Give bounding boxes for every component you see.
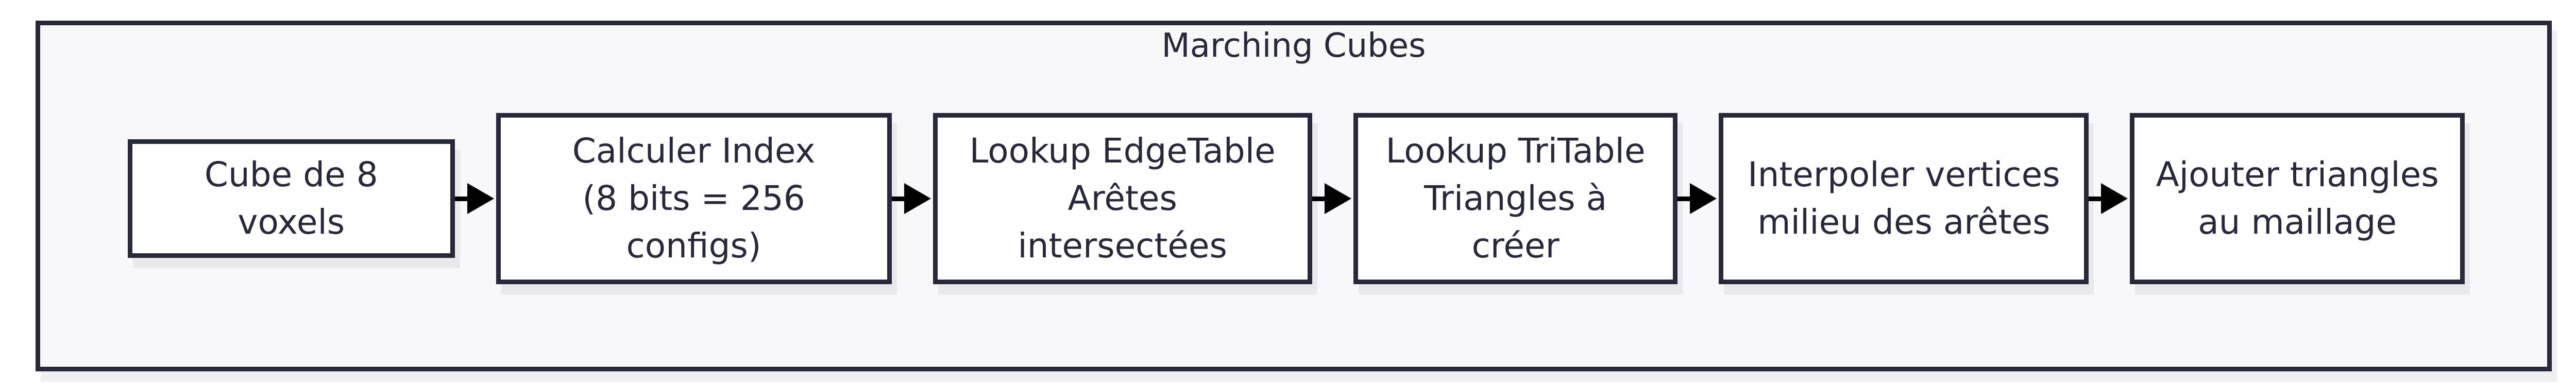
node-label: au maillage [2198,202,2397,242]
node-calculer-index: Calculer Index (8 bits = 256 configs) [496,113,892,284]
cluster-title: Marching Cubes [1161,27,1426,65]
node-label: Lookup TriTable [1385,131,1646,171]
node-label: Ajouter triangles [2156,155,2439,194]
node-label: Lookup EdgeTable [969,131,1276,171]
node-label: Arêtes intersectées [1018,178,1227,266]
edge-arrow [891,183,933,214]
cluster-marching-cubes: Marching Cubes Cube de 8 voxels Calculer… [36,21,2552,371]
node-cube-voxels: Cube de 8 voxels [128,139,455,258]
node-label: Cube de 8 voxels [204,155,378,242]
node-label: Calculer Index [572,131,816,171]
edge-arrow [1677,183,1719,214]
edge-arrow [454,183,496,214]
node-ajouter-triangles: Ajouter triangles au maillage [2130,113,2465,284]
node-interpoler-vertices: Interpoler vertices milieu des arêtes [1719,113,2089,284]
node-label: milieu des arêtes [1757,202,2050,242]
edge-arrow [2089,183,2130,214]
node-label: (8 bits = 256 configs) [582,178,805,266]
node-label: Triangles à créer [1424,178,1607,266]
node-label: Interpoler vertices [1748,155,2060,194]
edge-arrow [1312,183,1353,214]
flow-row: Cube de 8 voxels Calculer Index (8 bits =… [128,111,2465,286]
